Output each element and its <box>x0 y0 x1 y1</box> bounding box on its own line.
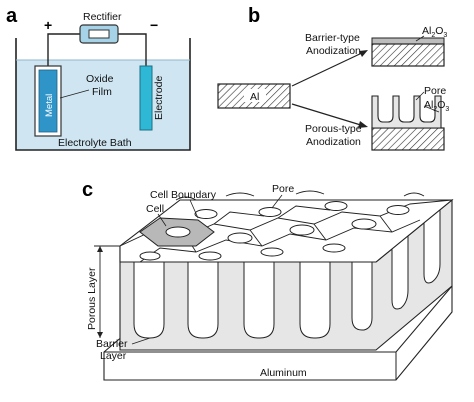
panel-c: c <box>82 179 454 381</box>
pore-channel <box>423 207 441 284</box>
barrier-label-line1: Barrier-type <box>305 32 360 44</box>
porous-al-substrate <box>371 127 445 151</box>
electrode-cathode <box>139 65 153 131</box>
pore-channel <box>133 261 165 339</box>
pore-leader <box>415 91 425 101</box>
cell-label: Cell <box>146 203 164 215</box>
porous-arrowhead <box>358 121 368 128</box>
plus-sign: + <box>44 17 52 33</box>
pore-opening <box>165 226 191 238</box>
pore-opening <box>258 207 282 217</box>
pore-opening <box>194 209 218 219</box>
pore-channel <box>299 261 331 339</box>
anode-wire <box>47 33 80 66</box>
panel-b: b Al Barrier-type Anodization Porous-typ… <box>217 5 449 151</box>
pore-channel <box>187 261 219 339</box>
metal-anode <box>38 69 58 133</box>
barrier-oxide-label: Al2O3 <box>422 25 447 39</box>
surface-continuation <box>175 190 425 201</box>
minus-sign: − <box>150 17 158 33</box>
cell-boundary-leader <box>189 199 199 219</box>
cell-boundary-label: Cell Boundary <box>150 189 217 201</box>
panel-a-letter: a <box>6 5 18 27</box>
pore-channel <box>351 261 373 331</box>
panel-b-letter: b <box>248 5 260 27</box>
porous-label-line2: Anodization <box>306 136 361 148</box>
bath-label: Electrolyte Bath <box>58 137 132 149</box>
pore-opening <box>324 201 348 211</box>
oxide-film-label-line1: Oxide <box>86 73 114 85</box>
oxide-film-label-line2: Film <box>92 86 112 98</box>
rectifier-label: Rectifier <box>83 11 122 23</box>
pore-opening <box>289 224 315 236</box>
barrier-al-substrate <box>371 43 445 67</box>
pore-channel <box>391 233 409 310</box>
porous-oxide-leader <box>423 105 440 113</box>
pore-opening <box>322 243 346 253</box>
side-pore-channels <box>391 207 441 310</box>
pore-label-c: Pore <box>272 183 294 195</box>
pore-opening <box>351 218 377 230</box>
beaker-outline <box>15 38 191 151</box>
barrier-arrow <box>291 51 365 87</box>
pore-openings <box>139 201 410 261</box>
aluminum-label: Aluminum <box>260 367 307 379</box>
pore-opening <box>139 251 161 261</box>
pore-opening <box>198 251 222 261</box>
pore-opening <box>386 205 410 215</box>
porous-oxide-layer <box>371 95 442 129</box>
al-label: Al <box>250 91 259 103</box>
oxide-film-leader <box>59 89 90 99</box>
porous-arrow <box>291 103 365 127</box>
porous-oxide-label: Al2O3 <box>424 99 449 113</box>
cell-leader <box>157 213 167 227</box>
pore-opening <box>227 232 253 244</box>
porous-label-line1: Porous-type <box>305 123 362 135</box>
pore-channel <box>243 261 275 339</box>
pore-channels <box>133 261 373 339</box>
barrier-layer-label-line1: Barrier <box>96 338 128 350</box>
pore-opening <box>260 247 284 257</box>
electrode-label: Electrode <box>153 75 165 120</box>
panel-a: a Rectifier + − Metal Electrode Oxide Fi… <box>6 5 191 151</box>
rectifier-display <box>88 29 110 39</box>
pore-leader-c <box>271 194 283 209</box>
panel-c-letter: c <box>82 179 93 201</box>
barrier-oxide-leader <box>415 35 425 42</box>
al-label-bg <box>244 89 266 102</box>
barrier-label-line2: Anodization <box>306 45 361 57</box>
porous-layer-label: Porous Layer <box>86 267 98 330</box>
barrier-layer-leader <box>131 337 151 345</box>
barrier-arrowhead <box>359 50 368 57</box>
cathode-wire <box>118 33 147 66</box>
metal-label: Metal <box>44 94 55 117</box>
barrier-layer-label-line2: Layer <box>100 350 127 362</box>
pore-label: Pore <box>424 85 446 97</box>
